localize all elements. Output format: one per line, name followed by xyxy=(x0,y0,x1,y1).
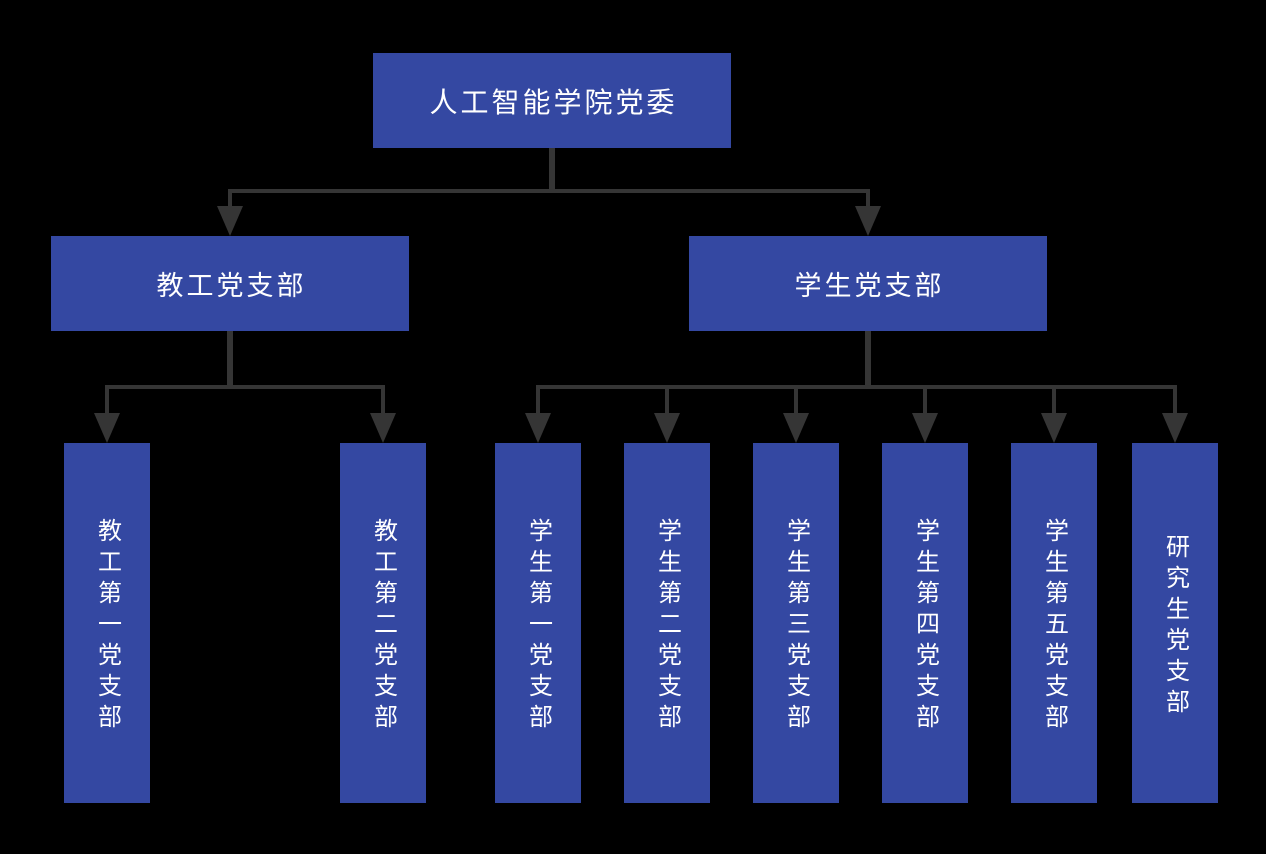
arrow-down-icon xyxy=(217,206,243,236)
connector-level1-rail xyxy=(228,189,870,193)
org-node-faculty-branch: 教工党支部 xyxy=(51,236,409,331)
arrow-down-icon xyxy=(525,413,551,443)
org-node-faculty-2: 教工第二党支部 xyxy=(340,443,426,803)
org-node-student-4: 学生第四党支部 xyxy=(882,443,968,803)
connector-root-stem xyxy=(549,148,555,193)
connector-drop-graduate xyxy=(1173,389,1177,415)
arrow-down-icon xyxy=(1041,413,1067,443)
connector-drop-faculty xyxy=(228,193,232,209)
connector-drop-student xyxy=(866,193,870,209)
org-node-student-5: 学生第五党支部 xyxy=(1011,443,1097,803)
connector-drop-student-5 xyxy=(1052,389,1056,415)
org-node-student-1: 学生第一党支部 xyxy=(495,443,581,803)
connector-drop-student-4 xyxy=(923,389,927,415)
connector-faculty-stem xyxy=(227,331,233,387)
connector-drop-student-2 xyxy=(665,389,669,415)
arrow-down-icon xyxy=(370,413,396,443)
connector-student-rail xyxy=(536,385,1177,389)
arrow-down-icon xyxy=(855,206,881,236)
connector-drop-faculty-2 xyxy=(381,389,385,415)
connector-student-stem xyxy=(865,331,871,387)
org-node-student-2: 学生第二党支部 xyxy=(624,443,710,803)
connector-drop-student-1 xyxy=(536,389,540,415)
org-node-faculty-1: 教工第一党支部 xyxy=(64,443,150,803)
arrow-down-icon xyxy=(783,413,809,443)
arrow-down-icon xyxy=(94,413,120,443)
arrow-down-icon xyxy=(912,413,938,443)
arrow-down-icon xyxy=(1162,413,1188,443)
connector-drop-student-3 xyxy=(794,389,798,415)
connector-drop-faculty-1 xyxy=(105,389,109,415)
org-node-graduate: 研究生党支部 xyxy=(1132,443,1218,803)
arrow-down-icon xyxy=(654,413,680,443)
org-node-root: 人工智能学院党委 xyxy=(373,53,731,148)
org-node-student-branch: 学生党支部 xyxy=(689,236,1047,331)
org-node-student-3: 学生第三党支部 xyxy=(753,443,839,803)
connector-faculty-rail xyxy=(105,385,385,389)
